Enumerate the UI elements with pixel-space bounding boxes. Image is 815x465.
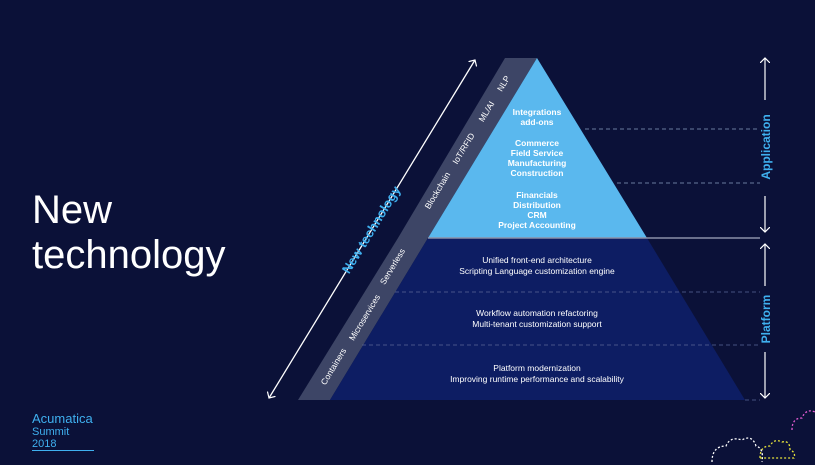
- tier-text: add-ons: [520, 117, 553, 127]
- tier-text: Improving runtime performance and scalab…: [450, 374, 625, 384]
- tier-text: Manufacturing: [508, 158, 567, 168]
- tier-text: Workflow automation refactoring: [476, 308, 598, 318]
- application-region: [428, 58, 647, 238]
- tier-text: Multi-tenant customization support: [472, 319, 602, 329]
- platform-tier-architecture: Unified front-end architecture Scripting…: [459, 255, 615, 276]
- brand-event: Summit 2018: [32, 426, 94, 451]
- platform-tier-workflow: Workflow automation refactoring Multi-te…: [472, 308, 602, 329]
- title-line-2: technology: [32, 233, 226, 277]
- tier-text: Platform modernization: [493, 363, 581, 373]
- slide-title: New technology: [32, 188, 272, 278]
- tier-text: CRM: [527, 210, 546, 220]
- app-tier-industries: Commerce Field Service Manufacturing Con…: [508, 138, 567, 178]
- platform-tier-modernization: Platform modernization Improving runtime…: [450, 363, 625, 384]
- app-tier-core: Financials Distribution CRM Project Acco…: [498, 190, 576, 230]
- tier-text: Commerce: [515, 138, 559, 148]
- app-tier-integrations: Integrations add-ons: [513, 107, 562, 127]
- tier-text: Construction: [511, 168, 564, 178]
- tier-text: Field Service: [511, 148, 564, 158]
- tier-text: Unified front-end architecture: [482, 255, 592, 265]
- tier-text: Financials: [516, 190, 558, 200]
- title-line-1: New: [32, 188, 113, 232]
- application-span-label: Application: [759, 114, 773, 179]
- tier-text: Scripting Language customization engine: [459, 266, 615, 276]
- decorative-clouds-icon: [711, 410, 815, 463]
- brand-name: Acumatica: [32, 411, 93, 426]
- acumatica-logo: Acumatica Summit 2018: [32, 412, 94, 451]
- platform-span-label: Platform: [759, 295, 773, 344]
- tier-text: Project Accounting: [498, 220, 576, 230]
- tier-text: Distribution: [513, 200, 561, 210]
- tier-text: Integrations: [513, 107, 562, 117]
- new-technology-arrow: [269, 60, 475, 398]
